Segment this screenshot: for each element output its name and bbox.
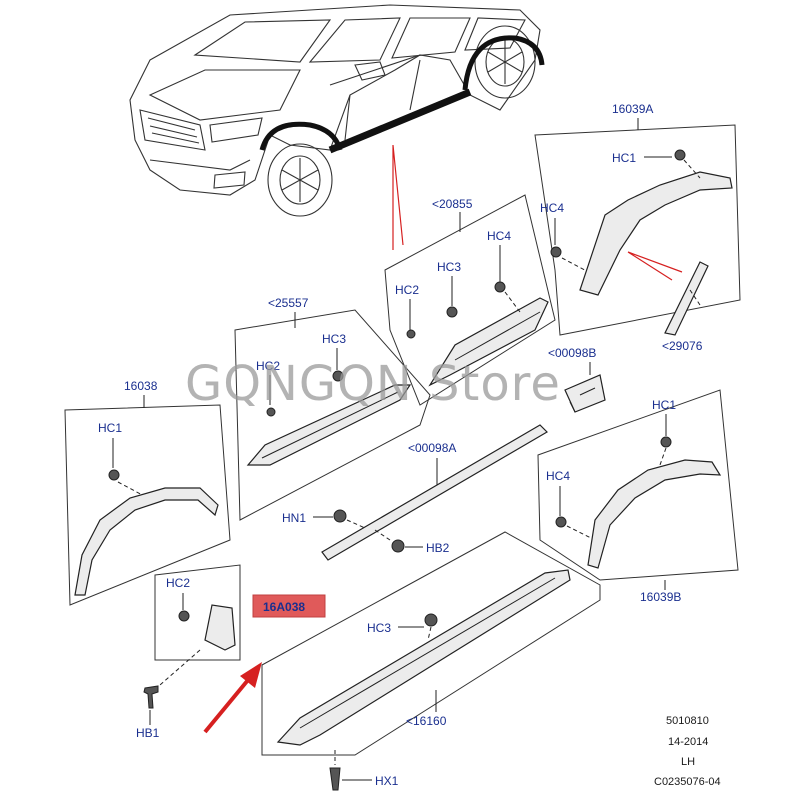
label-hc1: HC1 — [652, 398, 676, 412]
label-00098A: <00098A — [408, 441, 456, 455]
ref-line-2: 14-2014 — [668, 736, 708, 748]
red-arrow — [203, 662, 262, 734]
bolt-icon — [391, 539, 405, 553]
label-hc4: HC4 — [540, 201, 564, 215]
ref-line-4: C0235076-04 — [654, 776, 721, 788]
label-20855: <20855 — [432, 197, 473, 211]
label-hc4: HC4 — [546, 469, 570, 483]
label-16160: <16160 — [406, 714, 447, 728]
part-00098B: <00098B — [548, 346, 606, 413]
label-hc2: HC2 — [395, 283, 419, 297]
clip-icon — [108, 469, 120, 481]
label-hn1: HN1 — [282, 511, 306, 525]
ref-line-1: 5010810 — [666, 715, 709, 727]
label-hb2: HB2 — [426, 541, 450, 555]
clip-icon — [446, 306, 458, 318]
label-hc1: HC1 — [612, 151, 636, 165]
label-16039A: 16039A — [612, 102, 653, 116]
part-00098A: <00098A — [321, 424, 548, 561]
pointer-line — [392, 144, 404, 250]
clip-icon — [555, 516, 567, 528]
clip-icon — [332, 370, 344, 382]
vehicle-illustration — [129, 4, 545, 217]
label-hc4: HC4 — [487, 229, 511, 243]
watermark-text: GQNGQN Store — [185, 356, 561, 412]
label-hc3: HC3 — [322, 332, 346, 346]
ref-line-3: LH — [681, 756, 695, 768]
fasteners-hn1-hb2: HN1 HB2 — [282, 509, 450, 555]
label-hc2: HC2 — [256, 359, 280, 373]
clip-icon — [424, 613, 438, 627]
group-16A038: HC2 16A038 — [154, 564, 326, 686]
pushpin-icon — [143, 685, 159, 709]
group-16038: 16038 HC1 — [64, 379, 231, 606]
label-25557: <25557 — [268, 296, 309, 310]
pointer-line — [627, 251, 683, 281]
label-hx1: HX1 — [375, 774, 399, 788]
label-hb1: HB1 — [136, 726, 160, 740]
clip-icon — [178, 610, 190, 622]
clip-icon — [550, 246, 562, 258]
label-hc2: HC2 — [166, 576, 190, 590]
label-16038: 16038 — [124, 379, 158, 393]
reference-block: 5010810 14-2014 LH C0235076-04 — [654, 715, 721, 788]
clip-icon — [494, 281, 506, 293]
label-hc3: HC3 — [437, 260, 461, 274]
part-29076: <29076 — [662, 261, 709, 353]
clip-icon — [266, 407, 276, 417]
clip-icon — [674, 149, 686, 161]
fastener-hx1: HX1 — [329, 750, 399, 791]
label-hc1: HC1 — [98, 421, 122, 435]
label-16A038: 16A038 — [263, 600, 305, 614]
group-20855: <20855 HC4 HC3 HC2 — [384, 194, 556, 406]
group-16039B: HC1 HC4 16039B — [537, 389, 739, 604]
highlight-box — [252, 594, 326, 618]
fastener-hb1: HB1 — [136, 685, 160, 740]
label-29076: <29076 — [662, 339, 703, 353]
group-25557: <25557 HC3 HC2 — [234, 296, 431, 521]
label-16039B: 16039B — [640, 590, 681, 604]
group-16160: HC3 <16160 — [261, 531, 601, 756]
screw-icon — [329, 767, 341, 791]
group-16039A: 16039A HC1 HC4 — [534, 102, 741, 336]
label-hc3: HC3 — [367, 621, 391, 635]
clip-icon — [406, 329, 416, 339]
label-00098B: <00098B — [548, 346, 596, 360]
nut-icon — [333, 509, 347, 523]
clip-icon — [660, 436, 672, 448]
